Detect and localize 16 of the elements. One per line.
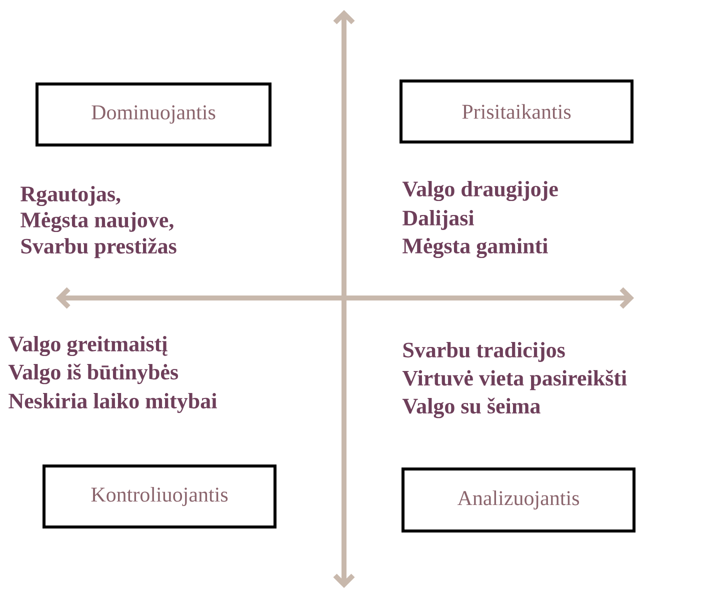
trait-text: Neskiria laiko mitybai [8,393,217,413]
trait-text: Mėgsta gaminti [402,238,548,258]
label-box: Analizuojantis [402,468,636,532]
trait-text: Mėgsta naujove, [20,212,174,232]
trait-text: Valgo draugijoje [402,180,558,202]
trait-text: Valgo greitmaistį [8,336,168,356]
label-box: Dominuojantis [36,82,272,146]
trait-text: Svarbu tradicijos [403,342,565,362]
label-box: Kontroliuojantis [42,464,276,528]
trait-text: Valgo iš būtinybės [8,364,178,384]
trait-text: Rgautojas, [20,186,120,206]
trait-text: Virtuvė vieta pasireikšti [402,370,627,390]
trait-text: Dalijasi [402,210,474,230]
label-box: Prisitaikantis [400,80,634,144]
trait-text: Svarbu prestižas [21,238,176,258]
trait-text: Valgo su šeima [402,398,540,418]
